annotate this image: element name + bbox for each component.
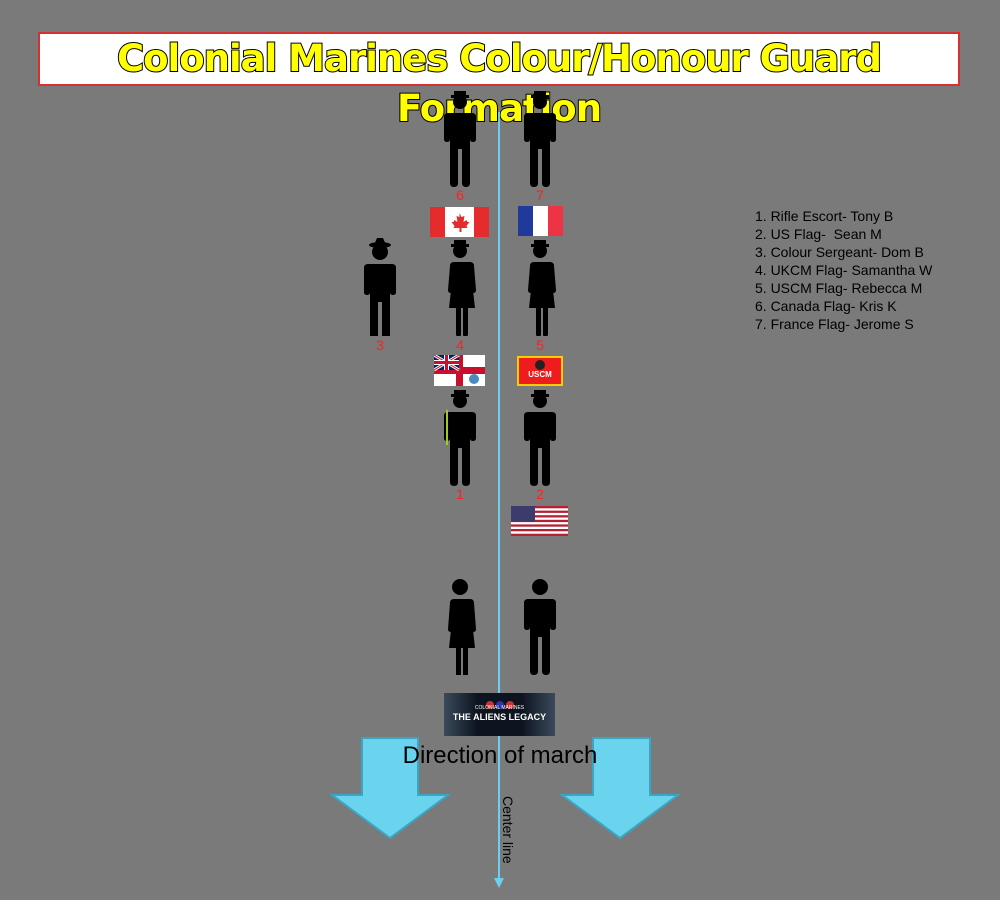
legend-item: 6. Canada Flag- Kris K (755, 298, 897, 314)
person-2 (520, 390, 560, 486)
center-line (498, 112, 500, 884)
canada-flag (430, 207, 489, 237)
person-3-colour-sergeant (360, 238, 400, 336)
legend: 1. Rifle Escort- Tony B 2. US Flag- Sean… (755, 207, 932, 333)
position-number-7: 7 (536, 187, 544, 203)
legend-item: 7. France Flag- Jerome S (755, 316, 914, 332)
person-5 (520, 240, 560, 336)
position-number-6: 6 (456, 187, 464, 203)
person-female-rear (440, 579, 480, 675)
title-banner: Colonial Marines Colour/Honour Guard For… (38, 32, 960, 131)
person-male-rear (520, 579, 560, 675)
banner-subtitle: COLONIAL MARINES (474, 705, 525, 711)
france-flag (518, 206, 563, 236)
us-flag (511, 506, 568, 536)
legend-item: 5. USCM Flag- Rebecca M (755, 280, 923, 296)
center-line-arrowhead (494, 878, 504, 888)
page-title: Colonial Marines Colour/Honour Guard For… (116, 36, 883, 131)
position-number-3: 3 (376, 337, 384, 353)
uscm-emblem-icon (535, 360, 545, 370)
person-1-rifle-escort (440, 390, 480, 486)
march-arrow-right (560, 737, 680, 840)
person-7 (520, 91, 560, 187)
position-number-2: 2 (536, 486, 544, 502)
legend-item: 3. Colour Sergeant- Dom B (755, 244, 924, 260)
position-number-4: 4 (456, 337, 464, 353)
legend-item: 1. Rifle Escort- Tony B (755, 208, 894, 224)
aliens-legacy-banner: COLONIAL MARINES THE ALIENS LEGACY (444, 693, 555, 736)
uscm-flag-text: USCM (528, 370, 552, 379)
person-6 (440, 91, 480, 187)
center-line-label: Center line (500, 796, 516, 864)
ukcm-flag (434, 355, 485, 386)
position-number-5: 5 (536, 337, 544, 353)
uscm-flag: USCM (517, 356, 563, 386)
march-arrow-left (330, 737, 450, 840)
banner-title: THE ALIENS LEGACY (452, 712, 547, 722)
legend-item: 2. US Flag- Sean M (755, 226, 882, 242)
legend-item: 4. UKCM Flag- Samantha W (755, 262, 933, 278)
direction-of-march-label: Direction of march (402, 742, 598, 769)
banner-emblems (444, 696, 555, 709)
position-number-1: 1 (456, 486, 464, 502)
person-4 (440, 240, 480, 336)
